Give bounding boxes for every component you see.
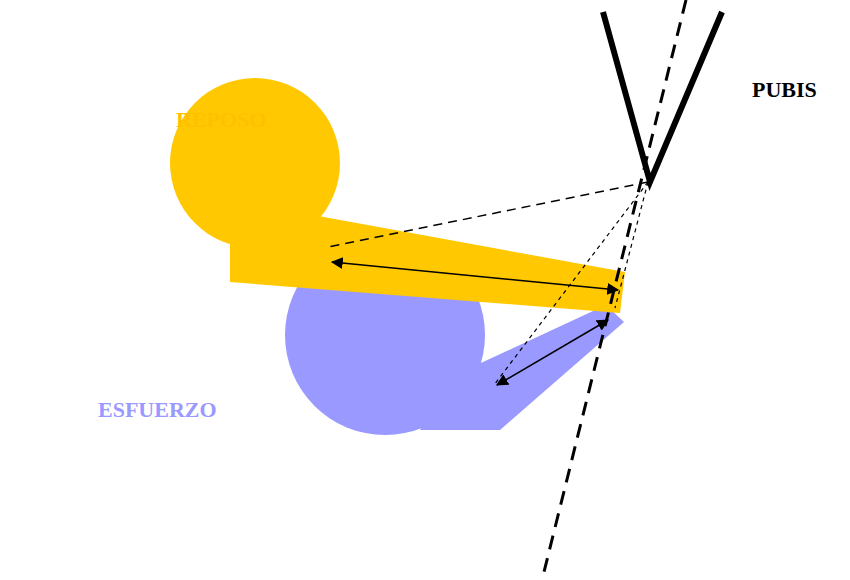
rest-shape: [170, 78, 625, 313]
reference-line: [494, 182, 648, 385]
rest-label: REPOSO: [176, 108, 266, 132]
effort-label: ESFUERZO: [98, 398, 217, 422]
bone-label: PUBIS: [752, 78, 817, 102]
reference-line: [328, 182, 648, 247]
length-arrow: [332, 262, 618, 290]
reference-line: [615, 182, 648, 308]
length-arrow: [497, 320, 608, 385]
